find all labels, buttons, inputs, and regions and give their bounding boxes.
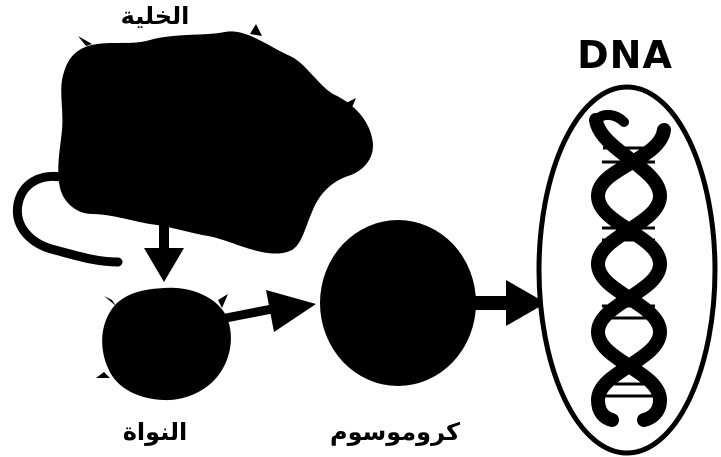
nucleus-label: النواة [110, 420, 200, 444]
cell-shape [58, 31, 373, 253]
dna-frame [539, 87, 715, 453]
chromosome-shape [320, 220, 476, 386]
arrow-nucleus-to-chromosome-shaft [226, 309, 272, 318]
arrow-nucleus-to-chromosome-head [266, 290, 316, 332]
dna-label: DNA [560, 36, 690, 74]
arrow-cell-to-nucleus-head [144, 248, 184, 282]
cell-label: الخلية [110, 4, 200, 28]
arrow-chromosome-to-dna-shaft [470, 296, 510, 310]
chromosome-label: كروموسوم [320, 420, 470, 444]
nucleus-shape [102, 288, 231, 400]
arrow-cell-to-nucleus-shaft [159, 208, 169, 252]
